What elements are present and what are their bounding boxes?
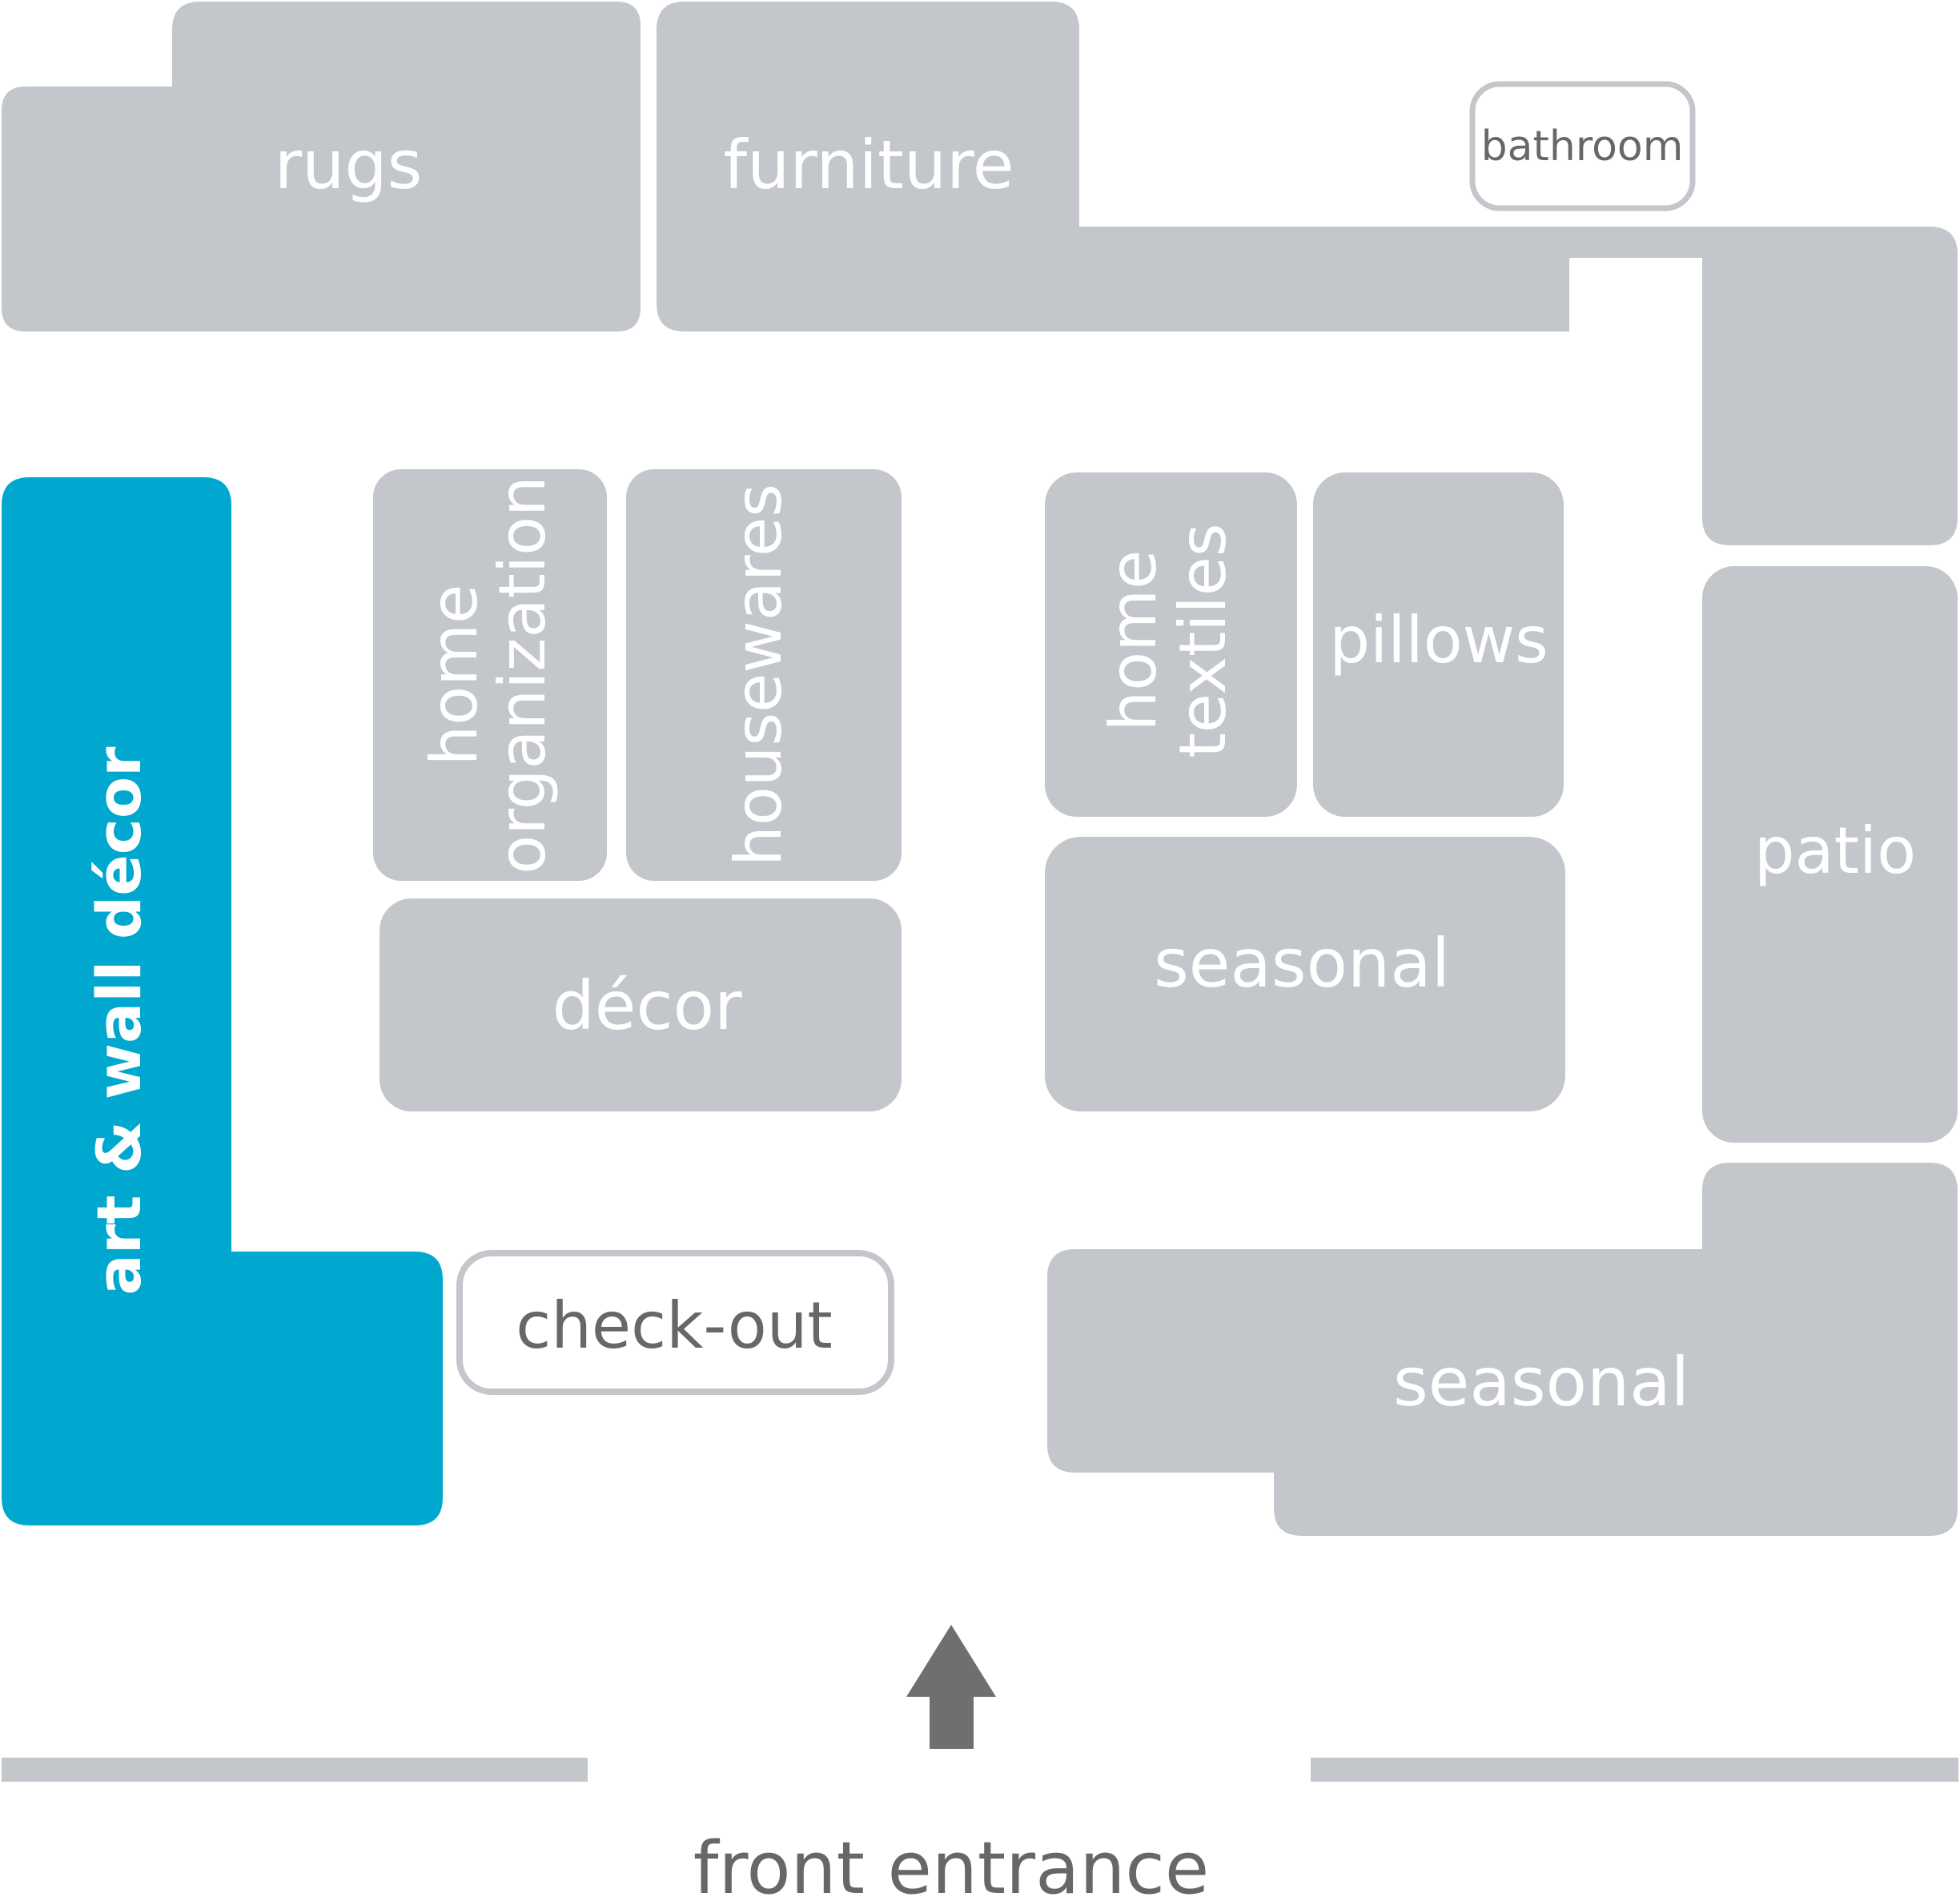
home-textiles-shape: [1045, 472, 1297, 817]
decor-label: décor: [552, 967, 742, 1045]
department-home-organization[interactable]: home organization: [373, 469, 607, 881]
decor-shape: [380, 898, 902, 1111]
home-organization-shape: [373, 469, 607, 881]
department-patio[interactable]: patio: [1702, 566, 1958, 1143]
check-out-label: check-out: [516, 1288, 833, 1363]
department-seasonal-center[interactable]: seasonal: [1045, 837, 1565, 1111]
department-housewares[interactable]: housewares: [626, 469, 902, 881]
art-wall-decor-label: art & wall décor: [83, 746, 155, 1296]
patio-shape: [1702, 566, 1958, 1143]
rugs-label: rugs: [275, 126, 423, 204]
department-seasonal-bottom[interactable]: seasonal: [1047, 1163, 1958, 1536]
front-wall-right: [1311, 1758, 1958, 1782]
housewares-label: housewares: [721, 484, 796, 866]
furniture-label: furniture: [724, 126, 1014, 204]
check-out[interactable]: check-out: [456, 1250, 894, 1395]
seasonal-center-label: seasonal: [1154, 924, 1450, 1003]
seasonal-bottom-label: seasonal: [1393, 1343, 1689, 1421]
patio-label: patio: [1754, 814, 1916, 888]
department-rugs[interactable]: rugs: [2, 2, 641, 332]
home-organization-label-line1: home: [417, 585, 492, 766]
check-out-box: [456, 1250, 894, 1395]
home-textiles-label-line1: home: [1096, 550, 1171, 732]
seasonal-bottom-shape: [1047, 1163, 1958, 1536]
seasonal-center-shape: [1045, 837, 1565, 1111]
right-corridor-shape: [1065, 227, 1958, 545]
department-pillows[interactable]: pillows: [1313, 472, 1564, 817]
front-wall-left: [2, 1758, 588, 1782]
art-wall-decor-shape: [2, 477, 443, 1525]
home-organization-label-line2: organization: [485, 476, 560, 874]
pillows-shape: [1313, 472, 1564, 817]
up-arrow-icon: [906, 1625, 996, 1749]
bathroom[interactable]: bathroom: [1469, 81, 1696, 211]
bathroom-label: bathroom: [1481, 123, 1684, 171]
bathroom-box: [1469, 81, 1696, 211]
pillows-label: pillows: [1329, 603, 1548, 677]
home-textiles-label-line2: textiles: [1166, 523, 1240, 758]
department-art-wall-decor[interactable]: art & wall décor: [2, 477, 443, 1525]
department-home-textiles[interactable]: home textiles: [1045, 472, 1297, 817]
department-decor[interactable]: décor: [380, 898, 902, 1111]
rugs-shape: [2, 2, 641, 332]
front-entrance-label: front entrance: [693, 1827, 1209, 1901]
housewares-shape: [626, 469, 902, 881]
